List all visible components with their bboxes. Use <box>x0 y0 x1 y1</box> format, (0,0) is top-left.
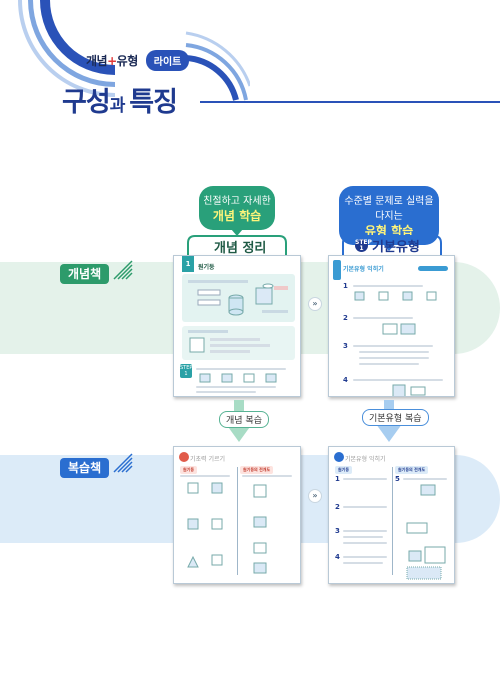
shape-grid <box>187 482 223 568</box>
review-book-tag: 복습책 <box>60 458 110 478</box>
cylinder-diagram <box>188 280 288 316</box>
title-rule <box>200 101 500 103</box>
concept-learning-bubble: 친절하고 자세한 개념 학습 <box>199 186 275 236</box>
basic-type-page-thumbnail: 기본유형 익히기 1 2 3 4 <box>328 255 455 397</box>
shape-row <box>199 373 277 383</box>
net-diagrams <box>406 484 446 580</box>
stripe-icon <box>113 260 133 280</box>
stripe-icon <box>113 453 133 473</box>
page-heading: 기본유형 익히기 <box>345 456 386 463</box>
concept-summary-heading: 개념 정리 <box>214 241 267 256</box>
brand-logo: 개념+유형 라이트 <box>86 50 190 71</box>
cylinder-icon <box>382 323 416 335</box>
cube-diagram <box>188 330 270 353</box>
lesson-title: 원기둥 <box>198 264 215 271</box>
shape-row <box>354 291 437 301</box>
net-diagrams <box>253 484 267 574</box>
page-heading: 기초력 기르기 <box>190 456 226 463</box>
review-basic-page-thumbnail: 기초력 기르기 원기둥 원기둥의 전개도 <box>173 446 301 584</box>
brand-badge: 라이트 <box>145 50 190 71</box>
header-arcs-decoration <box>18 0 250 101</box>
concept-arch <box>187 235 287 259</box>
brand-name: 개념+유형 <box>86 54 138 68</box>
concept-book-tag: 개념책 <box>60 264 110 284</box>
concept-review-label: 개념 복습 <box>219 411 269 428</box>
next-arrow-icon: » <box>308 297 322 311</box>
type-arch <box>342 235 442 259</box>
review-type-page-thumbnail: 기본유형 익히기 원기둥 원기둥의 전개도 1 2 3 4 5 <box>328 446 455 584</box>
page-heading: 기본유형 익히기 <box>343 266 384 273</box>
next-arrow-icon: » <box>308 489 322 503</box>
type-review-label: 기본유형 복습 <box>362 409 429 426</box>
cylinder-icon <box>392 384 426 396</box>
lesson-number: 1 <box>182 256 194 272</box>
page-title: 구성과 특징 <box>62 87 178 118</box>
